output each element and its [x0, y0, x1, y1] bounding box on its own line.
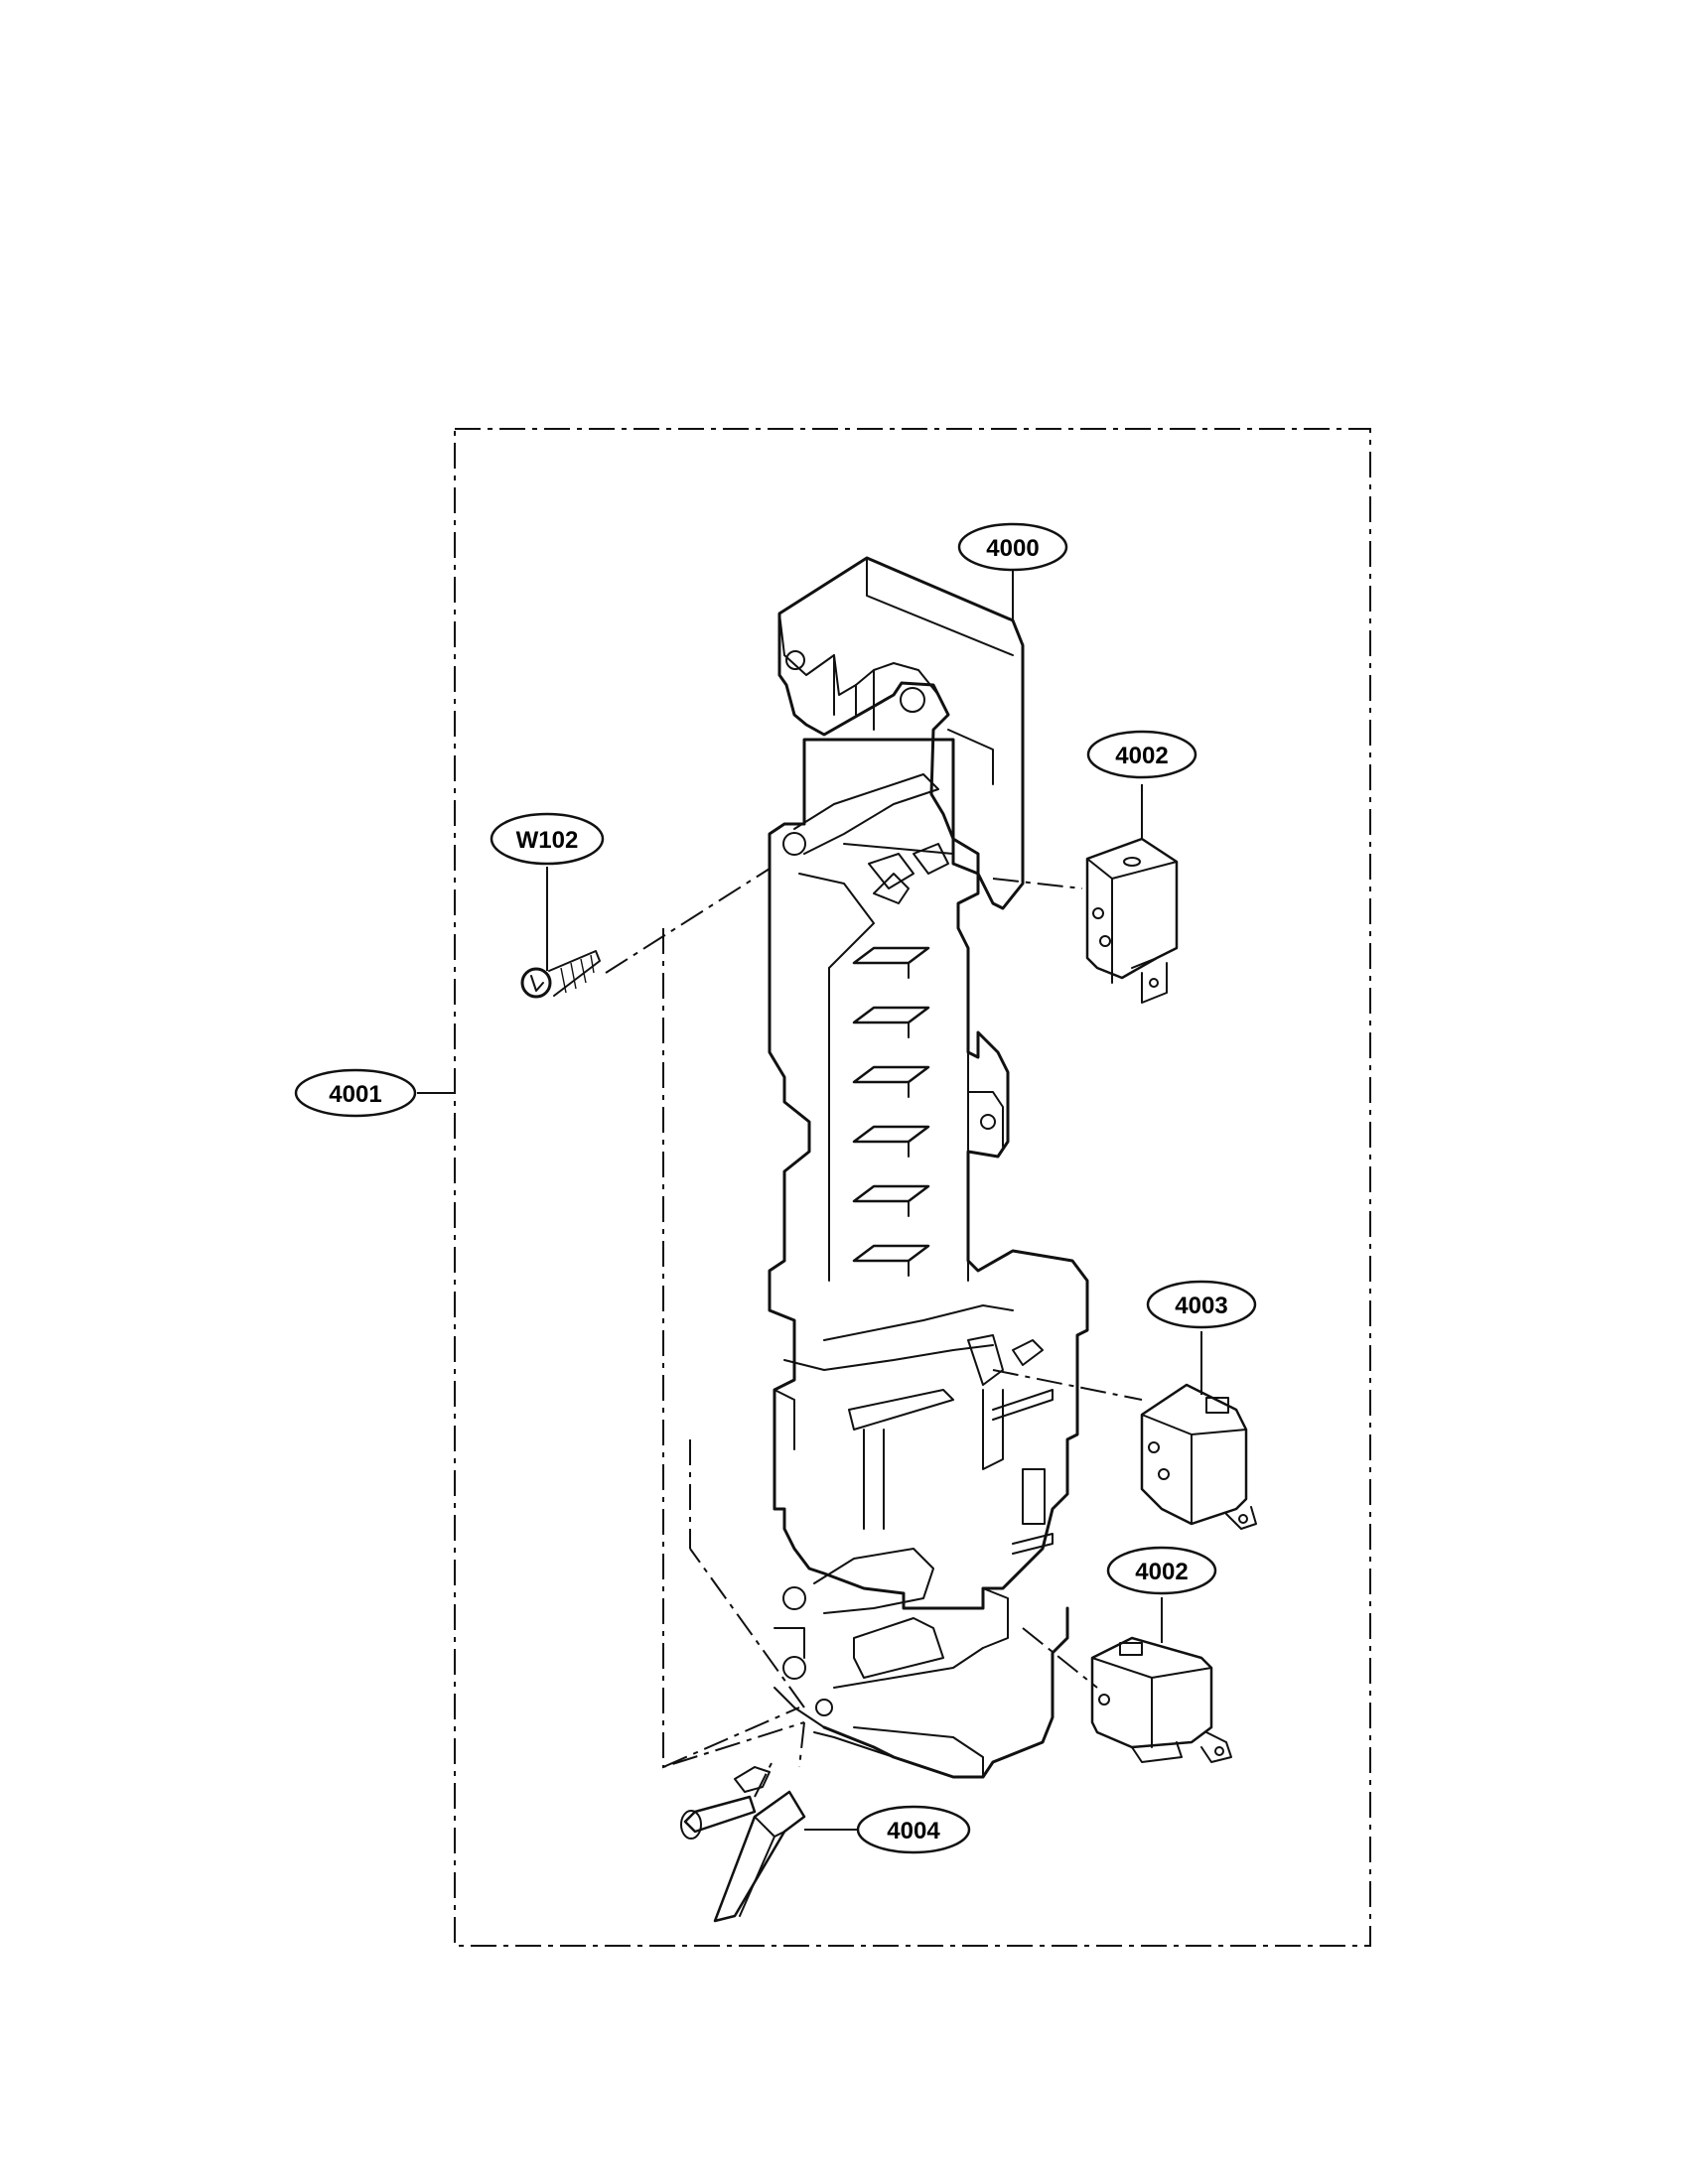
callout-latch-board[interactable]: 4000 — [957, 522, 1068, 572]
callout-lever[interactable]: 4004 — [856, 1805, 971, 1854]
svg-text:4001: 4001 — [329, 1081, 381, 1108]
microswitch-lower — [1090, 1636, 1232, 1763]
callout-switch-middle[interactable]: 4003 — [1146, 1280, 1257, 1329]
assembly-lines — [605, 868, 1143, 1798]
microswitch-middle — [1140, 1383, 1257, 1530]
leader-lines — [417, 570, 1202, 1831]
svg-text:4003: 4003 — [1175, 1293, 1227, 1319]
svg-text:W102: W102 — [516, 827, 579, 854]
microswitch-upper — [1085, 837, 1179, 1004]
callout-switch-lower[interactable]: 4002 — [1106, 1546, 1217, 1595]
lever — [680, 1766, 806, 1923]
callout-frame-assembly[interactable]: 4001 — [294, 1068, 417, 1118]
latch-board — [768, 556, 1089, 1779]
assembly-boundary — [454, 428, 1371, 1947]
svg-text:4000: 4000 — [986, 535, 1039, 562]
svg-text:4004: 4004 — [887, 1818, 940, 1844]
screw — [520, 950, 601, 999]
callout-screw[interactable]: W102 — [490, 812, 605, 866]
svg-text:4002: 4002 — [1115, 743, 1168, 769]
callout-switch-upper[interactable]: 4002 — [1086, 730, 1197, 779]
svg-text:4002: 4002 — [1135, 1559, 1188, 1585]
